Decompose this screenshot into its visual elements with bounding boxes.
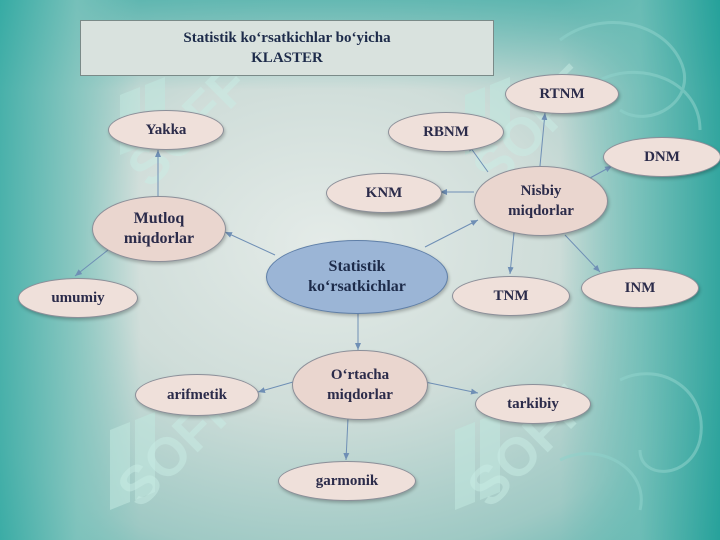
node-label-line-1: Mutloq [133,210,185,227]
arrow-ortacha-arifmetik [257,381,294,393]
node-umumiy: umumiy [18,278,138,318]
ornament-curl [599,70,702,131]
node-label-line-1: Nisbiy [520,183,562,199]
node-label: umumiy [51,290,105,306]
node-label: RBNM [423,124,469,140]
arrow-mutloq-umumiy [74,249,109,277]
node-tnm: TNM [452,276,570,316]
node-label-line-1: O‘rtacha [330,367,390,383]
node-label-line-2: ko‘rsatkichlar [308,278,406,295]
node-label: tarkibiy [507,396,559,412]
ornament-curl [559,21,687,118]
title-line-2: KLASTER [251,50,323,66]
node-yakka: Yakka [108,110,224,150]
node-label: arifmetik [167,387,227,403]
diagram-title: Statistik ko‘rsatkichlar bo‘yicha KLASTE… [80,20,494,76]
arrow-center-nisbiy [424,219,479,248]
arrow-nisbiy-dnm [589,165,613,179]
node-label: RTNM [539,86,585,102]
arrow-center-mutloq [224,231,276,256]
node-label-line-2: miqdorlar [508,203,574,219]
arrow-ortacha-garmonik [343,417,350,461]
node-rbnm: RBNM [388,112,504,152]
node-mutloq-miqdorlar: Mutloq miqdorlar [92,196,226,262]
arrow-nisbiy-inm [564,234,601,273]
node-arifmetik: arifmetik [135,374,259,416]
arrow-nisbiy-tnm [507,232,515,275]
node-label-line-2: miqdorlar [123,230,195,247]
ornament-curl [559,452,643,511]
node-label-line-1: Statistik [328,258,386,275]
node-dnm: DNM [603,137,720,177]
ornament-curl [619,372,703,473]
watermark-logo [455,412,500,510]
node-inm: INM [581,268,699,308]
node-label: INM [624,280,656,296]
node-label: TNM [493,288,529,304]
arrow-ortacha-tarkibiy [424,381,479,395]
node-statistik-korsatkichlar: Statistik ko‘rsatkichlar [266,240,448,314]
title-line-1: Statistik ko‘rsatkichlar bo‘yicha [183,30,391,46]
node-tarkibiy: tarkibiy [475,384,591,424]
node-label: KNM [365,185,403,201]
watermark-logo [110,412,155,510]
node-garmonik: garmonik [278,461,416,501]
node-label-line-2: miqdorlar [327,387,393,403]
node-knm: KNM [326,173,442,213]
node-label: DNM [644,149,680,165]
arrow-nisbiy-rtnm [539,112,548,167]
node-nisbiy-miqdorlar: Nisbiy miqdorlar [474,166,608,236]
node-label: Yakka [145,122,187,138]
node-rtnm: RTNM [505,74,619,114]
node-ortacha-miqdorlar: O‘rtacha miqdorlar [292,350,428,420]
node-label: garmonik [315,473,379,489]
